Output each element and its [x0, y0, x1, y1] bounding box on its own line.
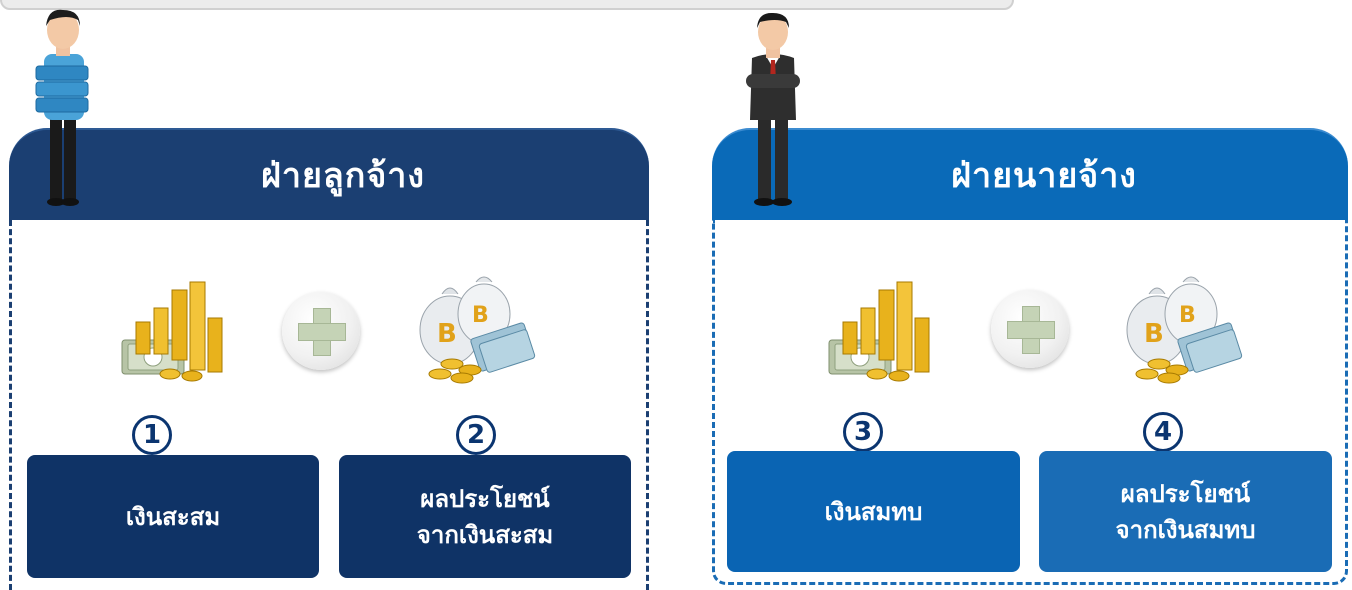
- employee-panel-body: B B 1 2 เงินสะสม ผลประโยชน์ จากเงินสะสม: [9, 220, 649, 590]
- step-number-4: 4: [1143, 412, 1183, 452]
- savings-box: เงินสะสม: [27, 455, 319, 578]
- svg-text:B: B: [472, 303, 489, 328]
- coins-money-icon: [121, 281, 223, 382]
- plus-icon: [282, 292, 360, 370]
- employee-panel: ฝ่ายลูกจ้าง B B: [9, 128, 649, 590]
- employer-panel: ฝ่ายนายจ้าง B B: [712, 128, 1348, 588]
- money-bags-icon: B B: [419, 276, 536, 384]
- contribution-benefit-label-line2: จากเงินสมทบ: [1115, 515, 1256, 544]
- step-number-3: 3: [843, 412, 883, 452]
- svg-text:B: B: [1144, 319, 1164, 349]
- contribution-box: เงินสมทบ: [727, 451, 1020, 572]
- employer-panel-title: ฝ่ายนายจ้าง: [951, 156, 1137, 196]
- savings-benefit-label-line1: ผลประโยชน์: [420, 484, 550, 513]
- employee-icon: [35, 9, 89, 206]
- money-bags-icon: B B: [1126, 276, 1243, 384]
- employer-icon: [746, 12, 800, 206]
- employer-panel-body: B B 3 4 เงินสมทบ ผลประโยชน์ จากเงินสมทบ: [712, 220, 1348, 585]
- step-number-1: 1: [132, 415, 172, 455]
- coins-money-icon: [828, 281, 930, 382]
- step-number-2: 2: [456, 415, 496, 455]
- svg-text:B: B: [437, 319, 457, 349]
- savings-label: เงินสะสม: [125, 502, 221, 531]
- employee-panel-header: ฝ่ายลูกจ้าง: [9, 128, 649, 220]
- employer-panel-header: ฝ่ายนายจ้าง: [712, 128, 1348, 220]
- savings-benefit-box: ผลประโยชน์ จากเงินสะสม: [339, 455, 631, 578]
- top-bar: [0, 0, 1014, 10]
- contribution-benefit-label-line1: ผลประโยชน์: [1120, 479, 1251, 508]
- contribution-benefit-box: ผลประโยชน์ จากเงินสมทบ: [1039, 451, 1332, 572]
- savings-benefit-label-line2: จากเงินสะสม: [416, 520, 554, 549]
- svg-text:B: B: [1179, 303, 1196, 328]
- employee-panel-title: ฝ่ายลูกจ้าง: [261, 156, 425, 196]
- plus-icon: [991, 290, 1069, 368]
- contribution-label: เงินสมทบ: [824, 497, 923, 526]
